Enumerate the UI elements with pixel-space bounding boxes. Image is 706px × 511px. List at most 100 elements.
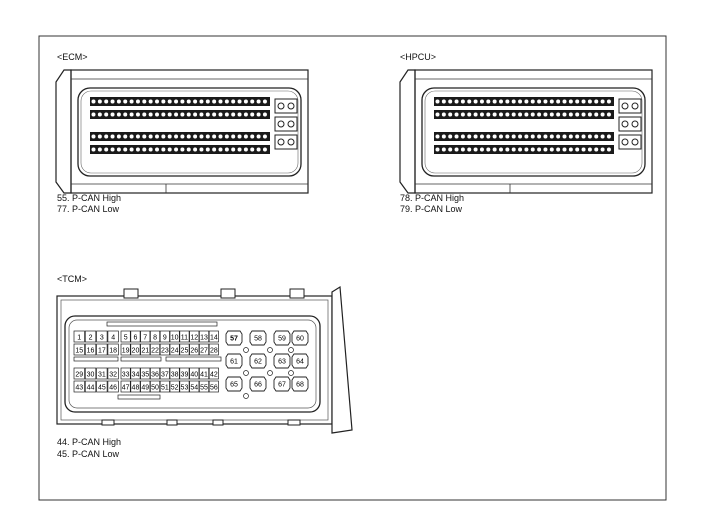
tcm-pin-label: 50 bbox=[151, 384, 159, 391]
tcm-large-pin-label: 62 bbox=[254, 359, 262, 366]
tcm-pin-label: 36 bbox=[151, 371, 159, 378]
large-pin-cell bbox=[618, 98, 642, 114]
pin-hole bbox=[511, 98, 517, 105]
tcm-pin-cell bbox=[169, 330, 180, 343]
pin-hole bbox=[236, 133, 243, 140]
pin-hole bbox=[103, 146, 109, 153]
tcm-pin-cell bbox=[150, 343, 161, 356]
large-pin-cell bbox=[618, 116, 642, 132]
tcm-tab bbox=[166, 419, 178, 426]
pin-hole bbox=[167, 111, 173, 118]
tcm-pin-cell bbox=[107, 330, 119, 343]
pin-hole bbox=[555, 98, 561, 105]
tcm-pin-cell bbox=[120, 367, 131, 380]
connector-side-latch bbox=[399, 69, 416, 194]
tcm-row-divider bbox=[120, 356, 162, 362]
pin-hole bbox=[167, 98, 173, 105]
pin-hole bbox=[555, 111, 561, 118]
pin-hole bbox=[122, 133, 128, 140]
pin-hole bbox=[116, 111, 122, 118]
tcm-tab bbox=[212, 419, 224, 426]
pin-hole bbox=[109, 111, 116, 118]
tcm-pin-label: 48 bbox=[132, 384, 140, 391]
pin-hole bbox=[186, 146, 192, 153]
hpcu-connector bbox=[399, 69, 653, 194]
pin-hole bbox=[148, 146, 154, 153]
tcm-large-pin-label: 58 bbox=[254, 336, 262, 343]
pin-hole bbox=[492, 146, 498, 153]
pin-hole bbox=[160, 133, 166, 140]
tcm-pin-label: 53 bbox=[181, 384, 189, 391]
pin-hole bbox=[116, 98, 122, 105]
tcm-pin-label: 17 bbox=[98, 347, 106, 354]
tcm-large-pin-cell bbox=[273, 353, 291, 369]
pin-hole bbox=[574, 133, 580, 140]
connector-housing bbox=[414, 69, 653, 194]
pin-hole bbox=[536, 111, 542, 118]
pin-hole bbox=[580, 146, 587, 153]
tcm-pin-label: 9 bbox=[163, 334, 167, 341]
pin-hole bbox=[230, 133, 236, 140]
tcm-pin-label: 51 bbox=[161, 384, 169, 391]
connector-pin-frame bbox=[421, 87, 646, 177]
tcm-large-pin-label: 67 bbox=[278, 382, 286, 389]
pin-hole bbox=[224, 111, 230, 118]
pin-hole bbox=[198, 146, 205, 153]
pin-hole bbox=[599, 133, 606, 140]
tcm-pin-cell bbox=[73, 330, 85, 343]
pin-hole bbox=[122, 146, 128, 153]
tcm-pin-label: 35 bbox=[141, 371, 149, 378]
pin-hole bbox=[116, 146, 122, 153]
tcm-pin-frame bbox=[64, 315, 321, 413]
pin-hole bbox=[580, 111, 587, 118]
tcm-pin-cell bbox=[84, 343, 97, 356]
pin-hole bbox=[453, 146, 460, 153]
pin-hole bbox=[236, 146, 243, 153]
tcm-pin-cell bbox=[208, 367, 219, 380]
pin-hole bbox=[460, 146, 466, 153]
pin-hole bbox=[485, 133, 491, 140]
tcm-pin-cell bbox=[208, 330, 219, 343]
tcm-pin-label: 31 bbox=[98, 371, 106, 378]
tcm-locator-hole bbox=[267, 347, 273, 353]
pin-hole bbox=[498, 98, 504, 105]
pin-hole bbox=[148, 98, 154, 105]
tcm-pin-label: 39 bbox=[181, 371, 189, 378]
pin-hole bbox=[549, 98, 555, 105]
pin-hole bbox=[154, 133, 160, 140]
pin-hole bbox=[148, 133, 154, 140]
tcm-pin-cell bbox=[208, 380, 219, 393]
tcm-pin-label: 33 bbox=[122, 371, 130, 378]
tcm-latch bbox=[123, 288, 139, 299]
pin-hole bbox=[230, 111, 236, 118]
pin-hole bbox=[160, 146, 166, 153]
pin-hole bbox=[568, 98, 574, 105]
pin-hole bbox=[109, 98, 116, 105]
pin-hole bbox=[561, 133, 568, 140]
large-pin-cell bbox=[274, 98, 298, 114]
pin-hole bbox=[103, 98, 109, 105]
large-pin-hole bbox=[621, 120, 629, 128]
pin-hole bbox=[574, 146, 580, 153]
tcm-locator-hole bbox=[288, 370, 294, 376]
pin-hole bbox=[466, 111, 472, 118]
pin-hole bbox=[485, 146, 491, 153]
pin-hole bbox=[90, 133, 97, 140]
pin-hole bbox=[441, 146, 447, 153]
pin-hole bbox=[129, 111, 135, 118]
pin-hole bbox=[498, 133, 504, 140]
pin-hole bbox=[230, 98, 236, 105]
pin-hole bbox=[249, 111, 255, 118]
tcm-pin-label: 55 bbox=[200, 384, 208, 391]
hpcu-note-2: 79. P-CAN Low bbox=[400, 204, 463, 214]
pin-hole bbox=[542, 146, 549, 153]
tcm-pin-cell bbox=[189, 367, 200, 380]
pin-hole bbox=[492, 98, 498, 105]
pin-hole bbox=[256, 133, 262, 140]
pin-hole bbox=[211, 111, 217, 118]
pin-hole bbox=[434, 133, 441, 140]
tcm-pin-cell bbox=[130, 380, 141, 393]
pin-hole bbox=[593, 98, 599, 105]
tcm-pin-label: 4 bbox=[111, 334, 115, 341]
